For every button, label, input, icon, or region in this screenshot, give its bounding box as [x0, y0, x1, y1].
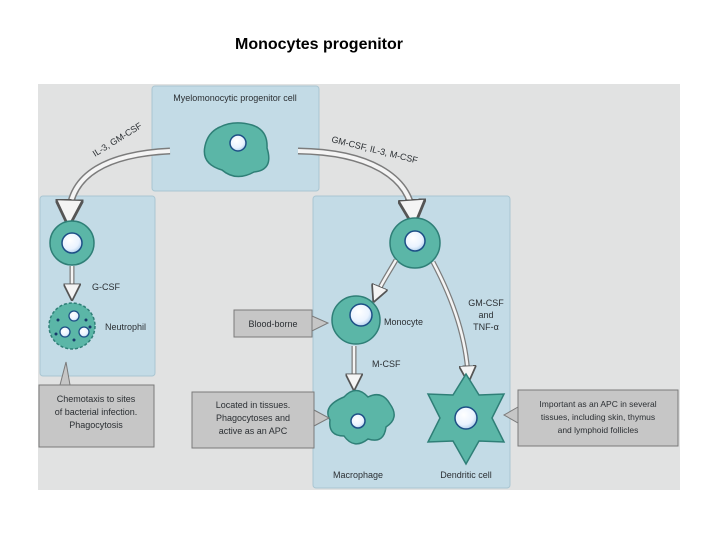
blood-borne-box	[233, 309, 313, 338]
dendritic-note-line: Important as an APC in several	[539, 399, 656, 409]
gm-csf-tnf-label: GM-CSF	[468, 298, 504, 308]
dendritic-note-line: and lymphoid follicles	[558, 425, 639, 435]
g-csf-label: G-CSF	[92, 282, 121, 292]
neutrophil-note-line: Phagocytosis	[69, 420, 123, 430]
neutrophil-granule	[88, 325, 92, 329]
neutrophil-lobe	[78, 326, 90, 338]
macrophage-note-box	[191, 391, 315, 449]
progenitor-label: Myelomonocytic progenitor cell	[173, 93, 297, 103]
cell-lineage-diagram: Myelomonocytic progenitor cell IL-3, GM-…	[38, 84, 680, 490]
macrophage-note-line: Phagocytoses and	[216, 413, 290, 423]
neutrophil-granule	[54, 332, 58, 336]
neutrophil-label: Neutrophil	[105, 322, 146, 332]
monocyte-label: Monocyte	[384, 317, 423, 327]
neutrophil-lobe	[68, 310, 80, 322]
monocyte-nucleus	[349, 303, 373, 327]
precursor-to-monocyte-arrow	[376, 259, 398, 296]
macrophage-nucleus	[350, 413, 366, 429]
blood-borne-pointer	[311, 315, 330, 332]
macrophage-note-line: active as an APC	[219, 426, 288, 436]
neutrophil-granule	[84, 318, 88, 322]
neutrophil-lobe	[59, 326, 71, 338]
dendritic-cell-label: Dendritic cell	[440, 470, 492, 480]
progenitor-nucleus	[229, 134, 247, 152]
dendritic-nucleus	[454, 406, 478, 430]
gm-csf-tnf-label: and	[478, 310, 493, 320]
precursor-to-dendritic-arrow	[431, 261, 468, 376]
neutrophil-granule	[56, 318, 60, 322]
blood-borne-label: Blood-borne	[248, 319, 297, 329]
page-title: Monocytes progenitor	[235, 36, 404, 53]
dendritic-note-line: tissues, including skin, thymus	[541, 412, 655, 422]
macrophage-note-line: Located in tissues.	[216, 400, 291, 410]
neutrophil-note-line: of bacterial infection.	[55, 407, 138, 417]
macrophage-note-pointer	[313, 409, 331, 427]
left-arrow	[69, 149, 171, 216]
gm-csf-tnf-label: TNF-α	[473, 322, 499, 332]
macrophage-label: Macrophage	[333, 470, 383, 480]
m-csf-label: M-CSF	[372, 359, 401, 369]
neutrophil-precursor-nucleus	[61, 232, 83, 254]
neutrophil-note-line: Chemotaxis to sites	[57, 394, 136, 404]
right-arrow	[297, 149, 413, 216]
dendritic-note-box	[517, 389, 679, 447]
neutrophil-cell	[48, 302, 96, 350]
dendritic-note-pointer	[502, 406, 519, 424]
neutrophil-note-box	[38, 384, 155, 448]
neutrophil-granule	[72, 338, 76, 342]
monocyte-precursor-nucleus	[404, 230, 426, 252]
